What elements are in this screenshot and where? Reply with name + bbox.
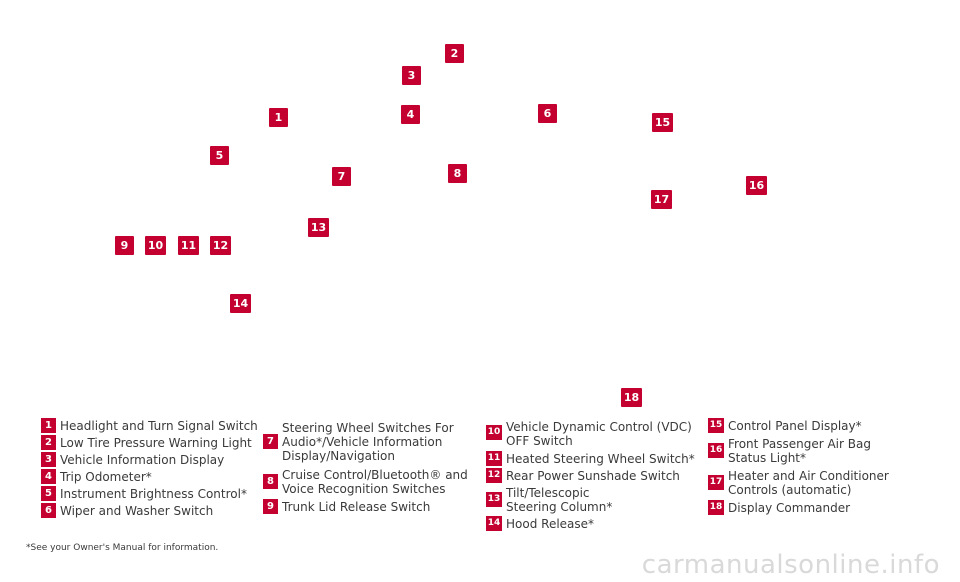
legend-item-15: 15 Control Panel Display* bbox=[708, 418, 862, 433]
legend-text: Display Commander bbox=[728, 500, 851, 515]
legend-item-10: 10 bbox=[486, 425, 506, 440]
legend-text: Wiper and Washer Switch bbox=[60, 503, 214, 518]
legend-item-17: 17 bbox=[708, 475, 728, 490]
legend-text-13: Tilt/Telescopic Steering Column* bbox=[506, 486, 612, 514]
legend-item-8: 8 bbox=[263, 474, 282, 489]
callout-8: 8 bbox=[448, 164, 467, 183]
callout-11: 11 bbox=[178, 236, 199, 255]
legend-text-line: Front Passenger Air Bag bbox=[728, 437, 871, 451]
legend-number: 7 bbox=[263, 434, 278, 449]
callout-5: 5 bbox=[210, 146, 229, 165]
legend-item-16: 16 bbox=[708, 443, 728, 458]
legend-item-14: 14 Hood Release* bbox=[486, 516, 594, 531]
legend-item-7: 7 bbox=[263, 434, 282, 449]
legend-text: Heated Steering Wheel Switch* bbox=[506, 451, 695, 466]
legend-item-12: 12 Rear Power Sunshade Switch bbox=[486, 468, 680, 483]
legend-text: Trunk Lid Release Switch bbox=[282, 499, 431, 514]
legend-item-3: 3 Vehicle Information Display bbox=[41, 452, 224, 467]
legend-number: 2 bbox=[41, 435, 56, 450]
callout-4: 4 bbox=[401, 105, 420, 124]
callout-7: 7 bbox=[332, 167, 351, 186]
callout-15: 15 bbox=[652, 113, 673, 132]
legend-text-10: Vehicle Dynamic Control (VDC) OFF Switch bbox=[506, 420, 692, 448]
legend-number: 14 bbox=[486, 516, 502, 531]
legend-text-line: Audio*/Vehicle Information bbox=[282, 435, 443, 449]
callout-17: 17 bbox=[651, 190, 672, 209]
legend-number: 13 bbox=[486, 492, 502, 507]
legend-number: 3 bbox=[41, 452, 56, 467]
legend-text-line: Display/Navigation bbox=[282, 449, 395, 463]
legend-number: 9 bbox=[263, 499, 278, 514]
legend-number: 17 bbox=[708, 475, 724, 490]
legend-text-line: Heater and Air Conditioner bbox=[728, 469, 889, 483]
callout-10: 10 bbox=[145, 236, 166, 255]
legend-text-line: Steering Wheel Switches For bbox=[282, 421, 454, 435]
watermark: carmanualsonline.info bbox=[641, 550, 940, 580]
legend-text: Instrument Brightness Control* bbox=[60, 486, 247, 501]
legend-item-9: 9 Trunk Lid Release Switch bbox=[263, 499, 430, 514]
legend-number: 8 bbox=[263, 474, 278, 489]
legend-text-line: Status Light* bbox=[728, 451, 806, 465]
legend-number: 4 bbox=[41, 469, 56, 484]
legend-text-line: Vehicle Dynamic Control (VDC) bbox=[506, 420, 692, 434]
legend-text-line: Cruise Control/Bluetooth® and bbox=[282, 468, 468, 482]
legend-item-6: 6 Wiper and Washer Switch bbox=[41, 503, 213, 518]
legend-text-line: Voice Recognition Switches bbox=[282, 482, 446, 496]
callout-3: 3 bbox=[402, 66, 421, 85]
legend-text-7: Steering Wheel Switches For Audio*/Vehic… bbox=[282, 421, 454, 463]
legend-number: 1 bbox=[41, 418, 56, 433]
legend-number: 15 bbox=[708, 418, 724, 433]
callout-12: 12 bbox=[210, 236, 231, 255]
legend-item-2: 2 Low Tire Pressure Warning Light bbox=[41, 435, 252, 450]
legend-number: 16 bbox=[708, 443, 724, 458]
legend-text-line: OFF Switch bbox=[506, 434, 573, 448]
callout-14: 14 bbox=[230, 294, 251, 313]
legend-text: Hood Release* bbox=[506, 516, 595, 531]
legend-item-13: 13 bbox=[486, 492, 506, 507]
legend-number: 10 bbox=[486, 425, 502, 440]
legend-number: 18 bbox=[708, 500, 724, 515]
legend-text-16: Front Passenger Air Bag Status Light* bbox=[728, 437, 871, 465]
legend-text: Trip Odometer* bbox=[60, 469, 152, 484]
legend-item-5: 5 Instrument Brightness Control* bbox=[41, 486, 247, 501]
callout-1: 1 bbox=[269, 108, 288, 127]
legend-number: 12 bbox=[486, 468, 502, 483]
callout-2: 2 bbox=[445, 44, 464, 63]
legend-text: Vehicle Information Display bbox=[60, 452, 225, 467]
footnote: *See your Owner's Manual for information… bbox=[26, 543, 219, 553]
callout-18: 18 bbox=[621, 388, 642, 407]
callout-16: 16 bbox=[746, 176, 767, 195]
legend-text: Low Tire Pressure Warning Light bbox=[60, 435, 252, 450]
legend-text: Rear Power Sunshade Switch bbox=[506, 468, 680, 483]
legend-text: Control Panel Display* bbox=[728, 418, 862, 433]
legend-text-line: Steering Column* bbox=[506, 500, 613, 514]
legend-text-17: Heater and Air Conditioner Controls (aut… bbox=[728, 469, 889, 497]
legend-text: Headlight and Turn Signal Switch bbox=[60, 418, 258, 433]
legend-number: 11 bbox=[486, 451, 502, 466]
legend-number: 6 bbox=[41, 503, 56, 518]
callout-13: 13 bbox=[308, 218, 329, 237]
legend-text-line: Tilt/Telescopic bbox=[506, 486, 590, 500]
legend-number: 5 bbox=[41, 486, 56, 501]
callout-6: 6 bbox=[538, 104, 557, 123]
legend-text-8: Cruise Control/Bluetooth® and Voice Reco… bbox=[282, 468, 468, 496]
legend-text-line: Controls (automatic) bbox=[728, 483, 852, 497]
legend-item-4: 4 Trip Odometer* bbox=[41, 469, 152, 484]
legend-item-18: 18 Display Commander bbox=[708, 500, 850, 515]
legend-item-1: 1 Headlight and Turn Signal Switch bbox=[41, 418, 258, 433]
callout-9: 9 bbox=[115, 236, 134, 255]
legend-item-11: 11 Heated Steering Wheel Switch* bbox=[486, 451, 695, 466]
